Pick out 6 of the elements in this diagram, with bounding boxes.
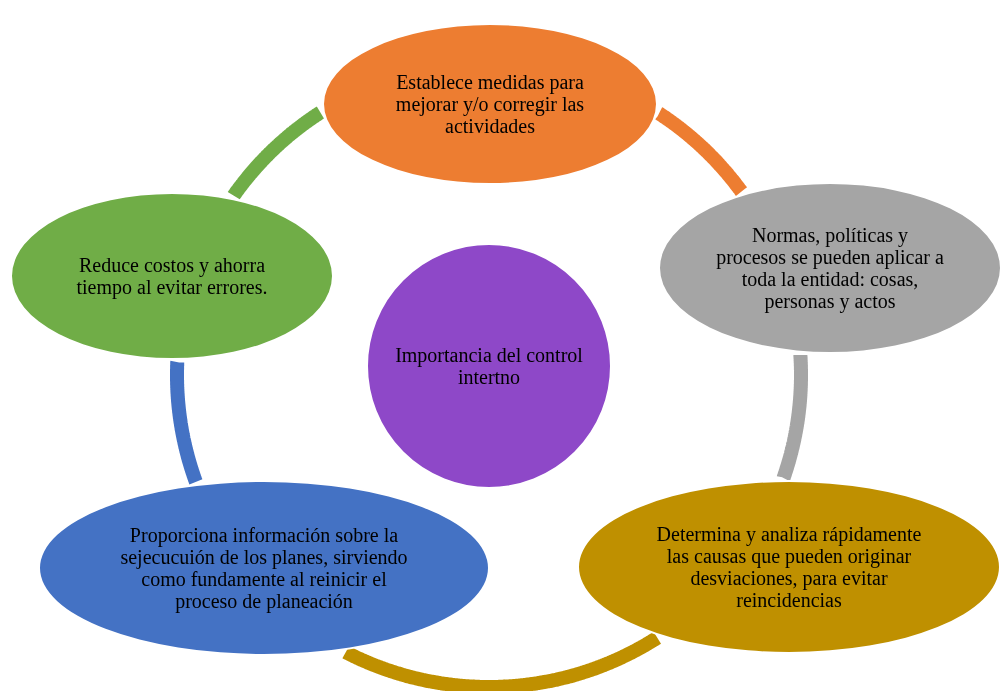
node-text: Determina y analiza rápidamente las causas que pueden originar desviaciones, para evitar reincidencias — [655, 523, 923, 611]
node-text: Normas, políticas y procesos se pueden aplicar a toda la entidad: cosas, personas y actos — [715, 224, 945, 312]
node-text: Reduce costos y ahorra tiempo al evitar errores. — [75, 254, 269, 298]
node-text: Proporciona información sobre la sejecucuión de los planes, sirviendo como fundamente al reinicir el proceso de planeación — [119, 524, 409, 612]
node-text: Establece medidas para mejorar y/o corregir las actividades — [394, 71, 586, 137]
node-text: Importancia del control intertno — [394, 344, 584, 388]
